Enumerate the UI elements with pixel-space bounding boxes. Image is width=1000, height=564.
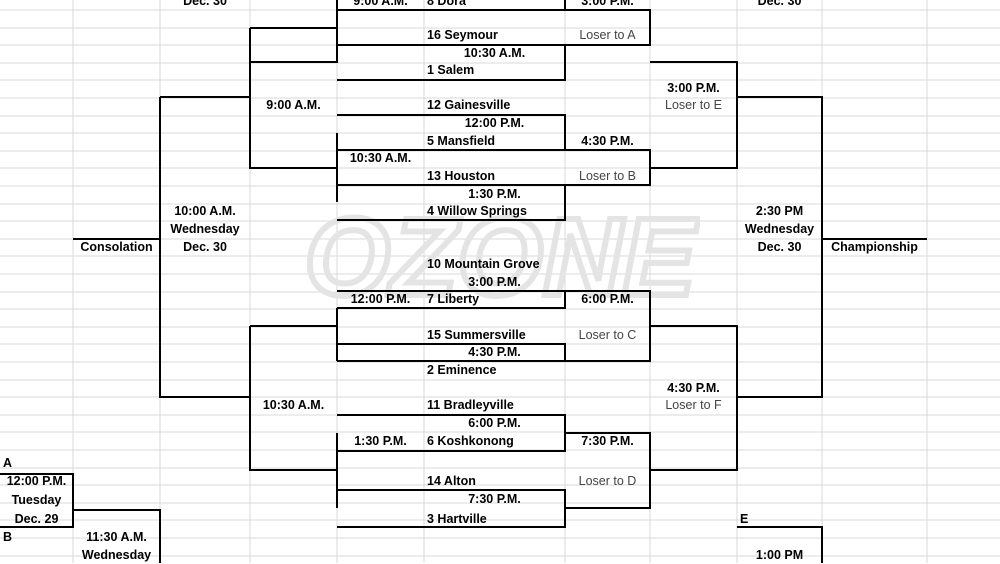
- round2-upper-b-time: 10:30 A.M.: [349, 151, 412, 165]
- team-6: 6 Koshkonong: [427, 434, 514, 448]
- game3-loser-time: 4:30 P.M.: [581, 134, 634, 148]
- game5-loser-time: 6:00 P.M.: [581, 292, 634, 306]
- championship-date: Dec. 30: [757, 240, 802, 254]
- championship-label: Championship: [831, 240, 918, 254]
- team-11: 11 Bradleyville: [427, 398, 514, 412]
- team-2: 2 Eminence: [427, 363, 497, 377]
- consolation-label: Consolation: [80, 240, 153, 254]
- r1-game6-lines: [337, 343, 566, 362]
- team-10: 10 Mountain Grove: [427, 257, 540, 271]
- loser-to-b: Loser to B: [579, 169, 636, 183]
- upper-semi-right: [650, 61, 738, 169]
- team-4: 4 Willow Springs: [427, 204, 527, 218]
- round2-lower-time: 12:00 P.M.: [350, 292, 411, 306]
- game5-time: 3:00 P.M.: [468, 275, 521, 289]
- r2-upper-a: [250, 0, 338, 63]
- cons-game-a-day: Tuesday: [11, 493, 62, 507]
- round2-lower-b-time: 1:30 P.M.: [354, 434, 407, 448]
- championship-time: 2:30 PM: [755, 204, 804, 218]
- team-16: 16 Seymour: [427, 28, 498, 42]
- cons-game-a-time: 12:00 P.M.: [6, 474, 67, 488]
- loser-to-a: Loser to A: [579, 28, 636, 42]
- round3-lower-time: 10:30 A.M.: [262, 398, 325, 412]
- consolation-day: Wednesday: [170, 222, 240, 236]
- loser-connector-1: [565, 9, 651, 46]
- game2-time: 10:30 A.M.: [463, 46, 526, 60]
- game4-time: 1:30 P.M.: [468, 187, 521, 201]
- cons-game-b-day: Wednesday: [81, 548, 152, 562]
- top-left-date: Dec. 30: [183, 0, 227, 8]
- team-5: 5 Mansfield: [427, 134, 496, 148]
- top-right-date: Dec. 30: [757, 0, 802, 8]
- loser-to-f: Loser to F: [665, 398, 722, 412]
- game1-loser-time: 3:00 P.M.: [581, 0, 634, 8]
- game1-time: 9:00 A.M.: [353, 0, 408, 8]
- team-1: 1 Salem: [427, 63, 475, 77]
- game7-loser-time: 7:30 P.M.: [581, 434, 634, 448]
- team-7: 7 Liberty: [427, 292, 480, 306]
- team-8: 8 Dora: [427, 0, 466, 8]
- cons-game-b-lines: [73, 509, 161, 563]
- r2-lower-join: [249, 325, 337, 471]
- game6-time: 4:30 P.M.: [468, 345, 521, 359]
- championship-bracket: [737, 96, 823, 398]
- cons-game-e-lines: [737, 526, 823, 563]
- game7-time: 6:00 P.M.: [468, 416, 521, 430]
- loser-to-e: Loser to E: [665, 98, 722, 112]
- semi-lower-time: 4:30 P.M.: [667, 381, 720, 395]
- team-12: 12 Gainesville: [427, 98, 511, 112]
- cons-game-b-time: 11:30 A.M.: [86, 530, 147, 544]
- r1-game2-lines: [337, 44, 566, 81]
- consolation-semi-lines: [159, 96, 250, 398]
- r2-upper-join: [249, 27, 337, 169]
- game8-time: 7:30 P.M.: [468, 492, 521, 506]
- r1-game3-lines: [337, 114, 566, 151]
- game3-time: 12:00 P.M.: [464, 116, 525, 130]
- team-13: 13 Houston: [427, 169, 496, 183]
- consolation-date: Dec. 30: [183, 240, 227, 254]
- consolation-time: 10:00 A.M.: [174, 204, 236, 218]
- r1-game4-lines: [337, 184, 566, 221]
- cons-game-e-time: 1:00 PM: [755, 548, 804, 562]
- round2-upper-time: 9:00 A.M.: [266, 98, 321, 112]
- cons-game-a-lines: [0, 473, 74, 528]
- semi-upper-time: 3:00 P.M.: [667, 81, 720, 95]
- team-3: 3 Hartville: [427, 512, 487, 526]
- cons-game-b-label: B: [3, 530, 13, 544]
- cons-game-e-label: E: [740, 512, 749, 526]
- team-14: 14 Alton: [427, 474, 476, 488]
- championship-day: Wednesday: [744, 222, 815, 236]
- loser-to-c: Loser to C: [578, 328, 637, 342]
- team-15: 15 Summersville: [427, 328, 526, 342]
- cons-game-a-label: A: [3, 456, 13, 470]
- cons-game-a-date: Dec. 29: [14, 512, 59, 526]
- loser-to-d: Loser to D: [578, 474, 637, 488]
- r1-game5-lines: [337, 290, 566, 309]
